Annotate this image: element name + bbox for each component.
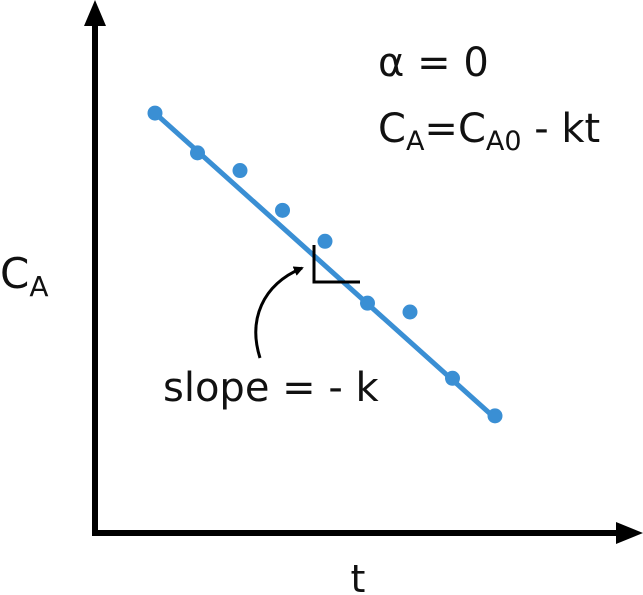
data-point — [402, 304, 418, 320]
y-axis-label-sub: A — [29, 270, 48, 303]
data-point — [360, 295, 375, 311]
x-axis-arrowhead — [616, 522, 643, 544]
rate-equation: CA=CA0 - kt — [378, 106, 600, 157]
x-axis-label: t — [351, 557, 366, 595]
y-axis-label-main: C — [0, 249, 29, 298]
slope-annotation-arrow — [254, 266, 304, 359]
series-layer — [147, 105, 503, 424]
data-point — [317, 233, 333, 249]
slope-triangle — [312, 245, 360, 284]
fit-line — [152, 110, 498, 421]
data-point — [232, 163, 248, 179]
axes — [84, 0, 643, 544]
slope-indicator — [254, 245, 360, 359]
alpha-annotation: α = 0 — [378, 40, 489, 86]
y-axis-arrowhead — [84, 0, 106, 26]
data-point — [190, 145, 205, 161]
data-point — [275, 202, 290, 218]
y-axis-label: CA — [0, 249, 48, 303]
slope-label: slope = - k — [163, 365, 380, 411]
data-point — [487, 408, 503, 424]
data-point — [445, 370, 460, 386]
data-point — [147, 105, 163, 121]
